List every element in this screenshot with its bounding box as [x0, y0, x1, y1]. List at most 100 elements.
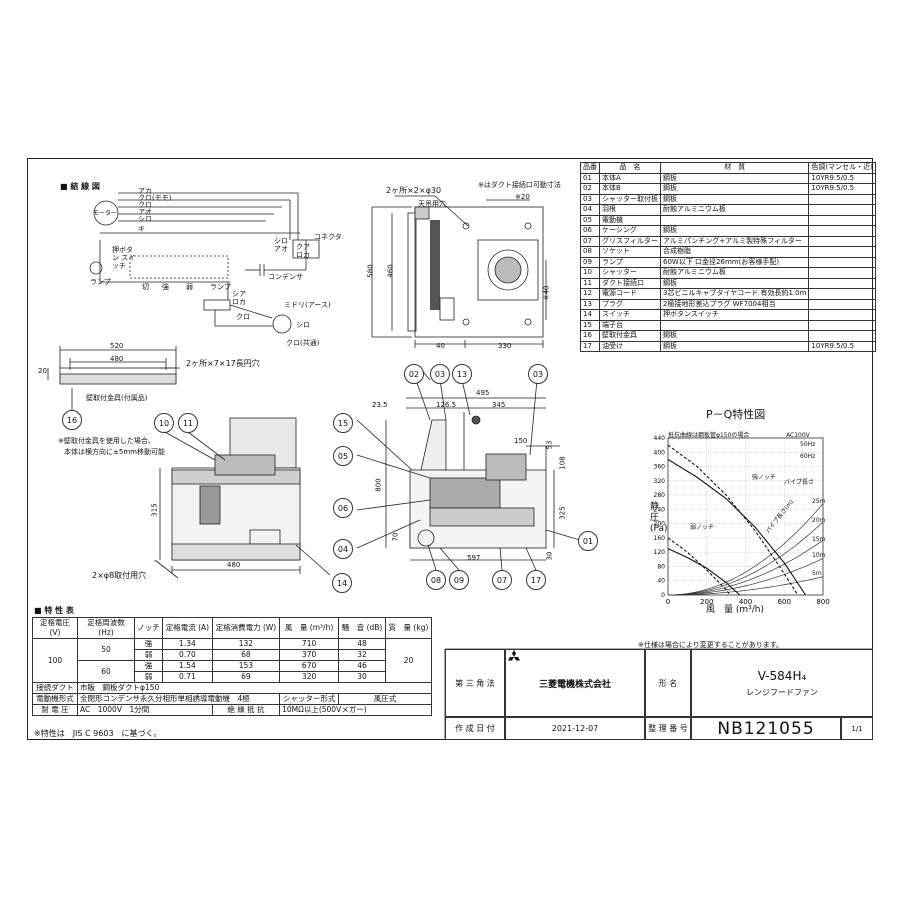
chart-note: 25m	[812, 498, 826, 505]
spec-header: 定格電圧 (V)	[32, 617, 78, 639]
part-bubble: 05	[333, 446, 353, 466]
dim: 345	[492, 401, 506, 409]
series-line	[667, 548, 741, 596]
part-bubble: 06	[333, 498, 353, 518]
hole-sub: 天吊用穴	[418, 200, 446, 208]
dim: 23.5	[372, 401, 388, 409]
resistance-curve	[667, 558, 824, 596]
x-tick-label: 0	[666, 598, 670, 606]
model-cell: V-584H₄ レンジフードファン	[691, 649, 873, 717]
doc-number: NB121055	[691, 717, 841, 740]
plug-label: ミドリ(アース)	[284, 301, 331, 309]
parts-cell: 10YR9.5/0.5	[808, 340, 876, 352]
spec-cell: 32	[338, 649, 386, 661]
y-tick-label: 120	[654, 549, 666, 556]
weight-cell: 20	[384, 638, 433, 683]
y-tick-label: 160	[654, 535, 666, 542]
legend-item: 60Hz	[800, 453, 816, 460]
spec-cell: 153	[211, 660, 281, 672]
spec-extra-label: 耐 電 圧	[32, 704, 78, 716]
projection-label: 第 三 角 法	[445, 649, 505, 717]
chart-note: 強ノッチ	[752, 474, 776, 481]
series-line	[667, 444, 799, 596]
spec-cell: 弱	[133, 649, 164, 661]
wire-label: ロカ	[296, 251, 310, 259]
plug-label: クロ	[236, 313, 250, 321]
spec-cell: 48	[338, 638, 386, 650]
x-tick-label: 400	[739, 598, 752, 606]
hole-note: 2×φ8取付用穴	[92, 571, 147, 580]
y-tick-label: 80	[657, 563, 665, 570]
chart-ylabel: 静圧 (Pa)	[650, 502, 668, 534]
part-bubble: 03	[528, 364, 548, 384]
part-bubble: 04	[333, 539, 353, 559]
part-bubble: 08	[426, 570, 446, 590]
switch-pos: 弱	[186, 283, 193, 291]
parts-cell	[808, 193, 876, 205]
hole-note: 2ヶ所×2×φ30	[386, 186, 442, 195]
spec-cell: 強	[133, 660, 164, 672]
dim: 40	[436, 342, 445, 350]
resistance-curve	[667, 539, 824, 596]
change-notice: ※仕様は場合により変更することがあります。	[638, 641, 784, 649]
x-tick-label: 800	[816, 598, 829, 606]
part-bubble: 03	[430, 364, 450, 384]
switch-pos: 切	[142, 283, 149, 291]
switch-label: 押ボタン スイッチ	[112, 246, 136, 270]
dim: 480	[227, 561, 241, 569]
y-tick-label: 320	[654, 478, 666, 485]
wire-label: アカ	[138, 187, 152, 195]
freq-cell: 50	[77, 638, 135, 661]
parts-cell	[808, 214, 876, 226]
spec-extra-label: シャッター形式	[279, 693, 340, 705]
wire-label: シロ	[138, 215, 152, 223]
dim: 20	[38, 367, 47, 375]
spec-extra-value: 10MΩ以上(500Vメガー)	[279, 704, 432, 716]
chart-note: 10m	[812, 552, 826, 559]
freq-cell: 60	[77, 660, 135, 683]
wire-label: クロ(モモ)	[138, 194, 172, 202]
spec-cell: 46	[338, 660, 386, 672]
dim: 597	[467, 554, 481, 562]
product-name: レンジフードファン	[746, 687, 818, 697]
legend-item: 50Hz	[800, 441, 816, 448]
note: ※壁取付金具を使用した場合、	[58, 437, 155, 445]
parts-cell	[808, 204, 876, 216]
y-tick-label: 0	[661, 592, 665, 599]
y-tick-label: 40	[657, 578, 665, 585]
part-bubble: 16	[62, 410, 82, 430]
x-tick-label: 600	[778, 598, 791, 606]
doc-label: 整 理 番 号	[645, 717, 691, 740]
spec-cell: 670	[279, 660, 340, 672]
model-label: 形 名	[645, 649, 691, 717]
spec-extra-label: 電動機形式	[32, 693, 78, 705]
chart-title: P－Q特性図	[706, 408, 766, 421]
spec-header: 定格周波数 (Hz)	[77, 617, 135, 639]
plug-label: ロカ	[232, 298, 246, 306]
fixture-label: 壁取付金具(付属品)	[86, 394, 148, 402]
page-number: 1/1	[841, 717, 873, 740]
part-bubble: 11	[178, 413, 198, 433]
spec-table: 定格電圧 (V) 定格周波数 (Hz) ノッチ 定格電流 (A) 定格消費電力 …	[32, 617, 433, 716]
spec-title: ■ 特 性 表	[34, 606, 74, 615]
spec-extra-value: 全閉形コンデンサ永久分相形単相誘導電動機 4極	[76, 693, 281, 705]
switch-pos: ランプ	[210, 283, 231, 291]
chart-note: 弱ノッチ	[690, 524, 714, 531]
wire-label: シロ	[274, 237, 288, 245]
resistance-curve	[667, 503, 824, 596]
part-bubble: 15	[333, 413, 353, 433]
spec-extra-value: 市販 鋼板ダクトφ150	[77, 682, 432, 694]
wiring-title: ■ 結 線 図	[60, 182, 100, 191]
note: 本体は横方向に±5mm移動可能	[64, 448, 165, 456]
parts-cell: 10YR9.5/0.5	[808, 172, 876, 184]
spec-extra-label: 絶 縁 抵 抗	[211, 704, 281, 716]
motor-symbol	[93, 200, 119, 226]
spec-extra-value: 風圧式	[338, 693, 432, 705]
spec-cell: 68	[211, 649, 281, 661]
slot-note: 2ヶ所×7×17長円穴	[186, 359, 260, 368]
